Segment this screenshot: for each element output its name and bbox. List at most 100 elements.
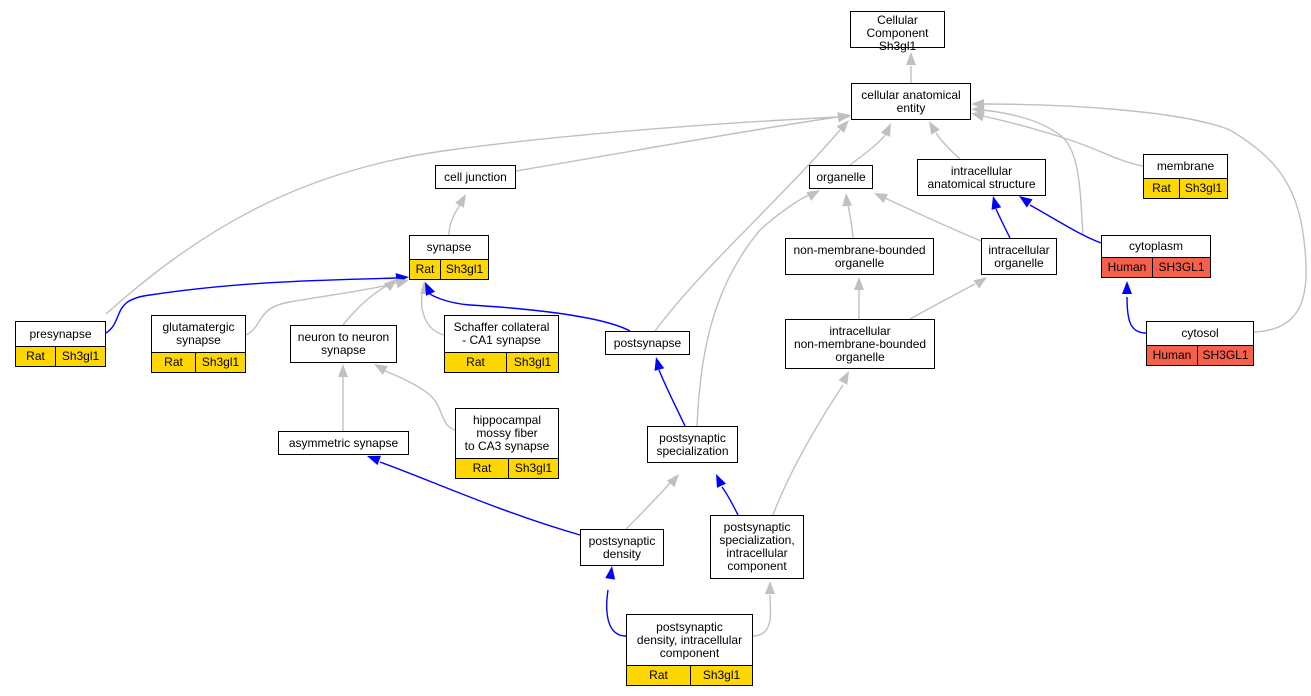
node-membrane[interactable]: membrane Rat Sh3gl1 bbox=[1143, 154, 1228, 199]
node-cell-junction[interactable]: cell junction bbox=[435, 165, 516, 189]
node-label: cytosol bbox=[1181, 326, 1219, 340]
node-label: Schaffer collateral - CA1 synapse bbox=[453, 320, 550, 347]
gene-badge: Sh3gl1 bbox=[506, 353, 558, 372]
node-cellular-anatomical-entity[interactable]: cellular anatomical entity bbox=[851, 83, 971, 120]
species-badge: Human bbox=[1102, 258, 1152, 277]
gene-badge: SH3GL1 bbox=[1197, 346, 1253, 365]
species-badge: Rat bbox=[445, 353, 506, 372]
edge-arrowhead bbox=[838, 371, 849, 385]
edge-cae-to-root bbox=[906, 52, 916, 83]
node-intracellular-non-membrane-bounded-organelle[interactable]: intracellular non-membrane-bounded organ… bbox=[785, 319, 935, 369]
node-label: glutamatergic synapse bbox=[162, 320, 235, 347]
edge-line bbox=[995, 208, 1011, 239]
edge-hippocampal-to-n2n bbox=[374, 364, 456, 431]
species-badge: Rat bbox=[1144, 179, 1179, 198]
edge-arrowhead bbox=[455, 194, 466, 208]
edge-ps-density-ic-to-ps-density bbox=[605, 566, 627, 637]
edge-cytoplasm-to-ias bbox=[1019, 196, 1102, 244]
species-badge: Rat bbox=[152, 353, 195, 372]
edge-line bbox=[658, 369, 686, 427]
edge-line bbox=[420, 294, 445, 336]
edge-line bbox=[935, 132, 961, 160]
node-label: postsynapse bbox=[613, 335, 682, 350]
edge-line bbox=[342, 284, 389, 326]
edge-arrowhead bbox=[837, 112, 851, 123]
gene-badge: Sh3gl1 bbox=[1179, 179, 1227, 198]
node-label: cellular anatomical entity bbox=[861, 87, 961, 115]
node-asymmetric-synapse[interactable]: asymmetric synapse bbox=[278, 431, 409, 455]
edge-arrowhead bbox=[1019, 196, 1033, 208]
edge-arrowhead bbox=[367, 455, 381, 466]
edge-line bbox=[847, 204, 854, 239]
node-postsynaptic-density-intracellular-component[interactable]: postsynaptic density, intracellular comp… bbox=[626, 614, 753, 686]
gene-badge: Sh3gl1 bbox=[195, 353, 245, 372]
species-gene-row: Rat Sh3gl1 bbox=[627, 665, 752, 685]
edge-line bbox=[654, 129, 841, 332]
edge-arrowhead bbox=[929, 121, 940, 135]
node-label: non-membrane-bounded organelle bbox=[793, 242, 926, 270]
edge-line bbox=[721, 486, 739, 516]
node-postsynaptic-density[interactable]: postsynaptic density bbox=[580, 529, 664, 566]
edge-arrowhead bbox=[973, 277, 987, 289]
edge-arrowhead bbox=[338, 364, 348, 377]
node-cytoplasm[interactable]: cytoplasm Human SH3GL1 bbox=[1101, 235, 1211, 278]
edge-glutamatergic-to-synapse bbox=[245, 278, 409, 336]
edge-arrowhead bbox=[874, 193, 888, 204]
edge-line bbox=[1029, 204, 1102, 244]
edge-nmbo-to-organelle bbox=[842, 193, 854, 239]
species-gene-row: Rat Sh3gl1 bbox=[456, 458, 558, 478]
node-label: intracellular organelle bbox=[988, 242, 1050, 270]
edge-arrowhead bbox=[654, 357, 665, 371]
edge-line bbox=[752, 594, 772, 637]
edge-line bbox=[884, 197, 982, 242]
node-label: neuron to neuron synapse bbox=[297, 330, 390, 357]
edge-inmbo-to-nmbo bbox=[854, 277, 864, 319]
edge-arrowhead bbox=[1122, 281, 1132, 294]
edge-line bbox=[379, 461, 581, 536]
edge-arrowhead bbox=[971, 111, 985, 122]
node-cellular-component-root[interactable]: Cellular Component Sh3gl1 bbox=[850, 11, 945, 53]
node-label: postsynaptic specialization, intracellul… bbox=[719, 520, 795, 573]
node-synapse[interactable]: synapse Rat Sh3gl1 bbox=[409, 235, 489, 280]
node-postsynaptic-specialization-intracellular-component[interactable]: postsynaptic specialization, intracellul… bbox=[710, 515, 804, 579]
gene-badge: Sh3gl1 bbox=[690, 666, 752, 685]
node-label: presynapse bbox=[29, 326, 92, 341]
edge-line bbox=[982, 103, 1307, 333]
edge-io-to-organelle bbox=[874, 193, 982, 242]
edge-ias-to-cae bbox=[929, 121, 961, 160]
node-glutamatergic-synapse[interactable]: glutamatergic synapse Rat Sh3gl1 bbox=[151, 315, 246, 373]
edge-cytosol-to-cytoplasm bbox=[1122, 281, 1147, 334]
node-neuron-to-neuron-synapse[interactable]: neuron to neuron synapse bbox=[290, 325, 397, 363]
edge-line bbox=[448, 204, 461, 236]
node-intracellular-anatomical-structure[interactable]: intracellular anatomical structure bbox=[917, 159, 1046, 196]
edge-arrowhead bbox=[854, 277, 864, 290]
node-postsynapse[interactable]: postsynapse bbox=[605, 331, 690, 355]
species-badge: Human bbox=[1147, 346, 1197, 365]
node-label: cell junction bbox=[444, 169, 507, 184]
species-gene-row: Human SH3GL1 bbox=[1147, 345, 1253, 365]
gene-badge: Sh3gl1 bbox=[55, 347, 105, 366]
node-intracellular-organelle[interactable]: intracellular organelle bbox=[981, 238, 1057, 275]
edge-arrowhead bbox=[906, 52, 916, 65]
node-hippocampal-mossy-fiber-to-ca3-synapse[interactable]: hippocampal mossy fiber to CA3 synapse R… bbox=[455, 408, 559, 479]
node-presynapse[interactable]: presynapse Rat Sh3gl1 bbox=[15, 321, 106, 367]
edge-ps-density-to-asymmetric bbox=[367, 455, 581, 536]
edge-line bbox=[849, 133, 887, 166]
node-non-membrane-bounded-organelle[interactable]: non-membrane-bounded organelle bbox=[785, 238, 934, 275]
edge-line bbox=[982, 109, 1084, 236]
edge-arrowhead bbox=[374, 364, 388, 375]
species-gene-row: Rat Sh3gl1 bbox=[445, 352, 558, 372]
edge-asymmetric-to-n2n bbox=[338, 364, 348, 431]
edge-ias-edge-io bbox=[991, 196, 1011, 239]
species-gene-row: Rat Sh3gl1 bbox=[410, 259, 488, 279]
node-cytosol[interactable]: cytosol Human SH3GL1 bbox=[1146, 321, 1254, 366]
edge-arrowhead bbox=[395, 278, 409, 289]
node-organelle[interactable]: organelle bbox=[809, 165, 873, 189]
node-label: intracellular non-membrane-bounded organ… bbox=[793, 323, 927, 364]
node-postsynaptic-specialization[interactable]: postsynaptic specialization bbox=[647, 426, 738, 463]
edge-presynapse-to-cae bbox=[105, 112, 851, 315]
edge-arrowhead bbox=[991, 196, 1002, 210]
gene-badge: Sh3gl1 bbox=[508, 459, 558, 478]
node-schaffer-collateral-ca1-synapse[interactable]: Schaffer collateral - CA1 synapse Rat Sh… bbox=[444, 315, 559, 373]
edge-line bbox=[982, 115, 1144, 167]
